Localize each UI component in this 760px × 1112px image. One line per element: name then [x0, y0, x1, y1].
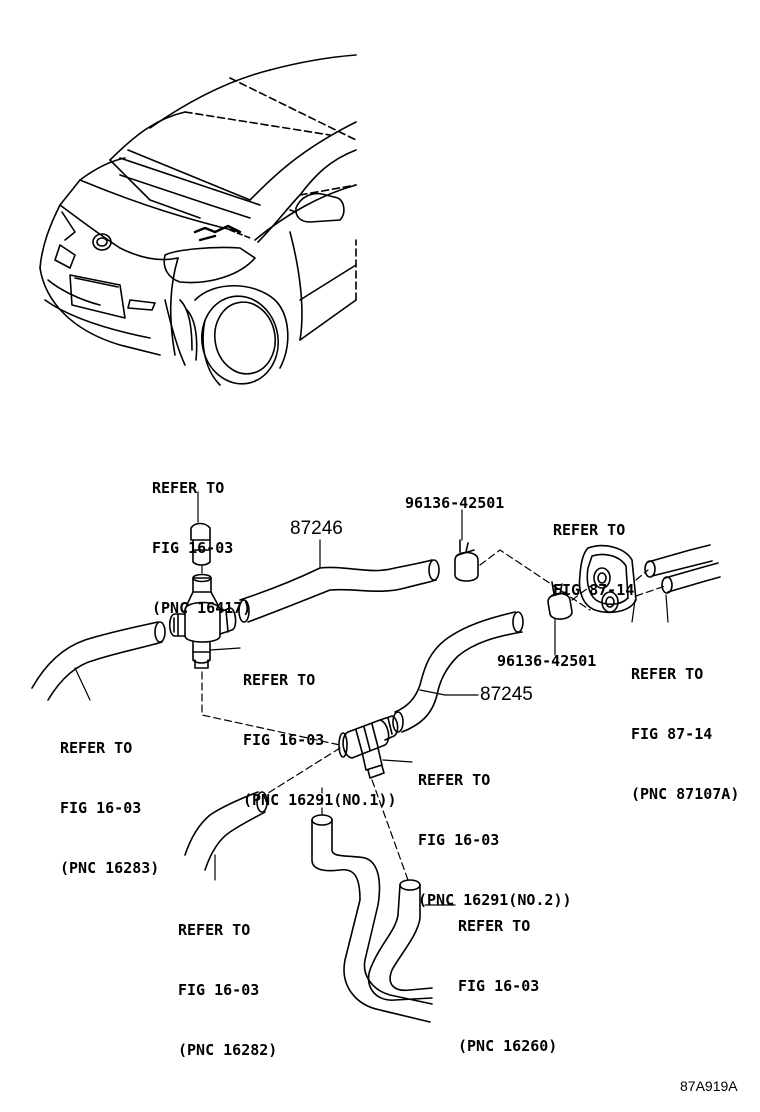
part-number-87246: 87246	[290, 518, 343, 539]
callout-line: (PNC 16260)	[458, 1037, 558, 1055]
callout-line: REFER TO	[458, 917, 531, 935]
part-number-clamp-upper: 96136-42501	[405, 494, 505, 512]
hose-16283	[31, 621, 166, 701]
part-number-clamp-lower: 96136-42501	[497, 652, 597, 670]
hose-16260	[311, 814, 433, 1023]
callout-pnc-16282: REFER TO FIG 16-03 (PNC 16282)	[178, 880, 277, 1080]
callout-pnc-87107a: REFER TO FIG 87-14 (PNC 87107A)	[631, 624, 739, 824]
callout-pnc-16291-no1: REFER TO FIG 16-03 (PNC 16291(NO.1))	[243, 630, 397, 830]
callout-line: FIG 16-03	[418, 831, 500, 849]
callout-line: (PNC 16291(NO.2))	[418, 891, 572, 909]
callout-line: (PNC 87107A)	[631, 785, 740, 803]
cross-fitting	[168, 522, 237, 669]
callout-line: REFER TO	[243, 671, 316, 689]
callout-line: FIG 16-03	[152, 539, 234, 557]
callout-line: FIG 16-03	[458, 977, 540, 995]
callout-line: FIG 87-14	[631, 725, 713, 743]
hose-16282	[184, 791, 268, 871]
callout-line: REFER TO	[418, 771, 491, 789]
callout-line: (PNC 16417)	[152, 599, 252, 617]
dashed-leaders	[201, 549, 666, 881]
callout-pnc-16291-no2: REFER TO FIG 16-03 (PNC 16291(NO.2))	[418, 730, 572, 930]
callout-line: REFER TO	[178, 921, 251, 939]
callout-line: FIG 87-14	[553, 581, 635, 599]
callout-line: FIG 16-03	[243, 731, 325, 749]
part-number-87245: 87245	[480, 684, 533, 705]
callout-line: FIG 16-03	[178, 981, 260, 999]
callout-fig-87-14: REFER TO FIG 87-14	[553, 480, 634, 620]
callout-pnc-16260: REFER TO FIG 16-03 (PNC 16260)	[458, 876, 557, 1076]
clamp-upper	[454, 539, 479, 582]
callout-pnc-16283: REFER TO FIG 16-03 (PNC 16283)	[60, 698, 159, 898]
callout-pnc-16417: REFER TO FIG 16-03 (PNC 16417)	[152, 438, 251, 638]
callout-line: FIG 16-03	[60, 799, 142, 817]
hose-87246	[238, 559, 440, 623]
grommet	[578, 544, 637, 614]
figure-code: 87A919A	[680, 1078, 738, 1094]
callout-line: REFER TO	[152, 479, 225, 497]
callout-line: REFER TO	[631, 665, 704, 683]
callout-line: (PNC 16283)	[60, 859, 160, 877]
pipes-87107a	[644, 544, 721, 594]
leader-lines	[74, 491, 669, 906]
callout-line: (PNC 16282)	[178, 1041, 278, 1059]
callout-line: REFER TO	[60, 739, 133, 757]
vehicle-illustration	[39, 54, 357, 386]
callout-line: (PNC 16291(NO.1))	[243, 791, 397, 809]
hose-87245	[392, 611, 524, 733]
callout-line: REFER TO	[553, 521, 626, 539]
